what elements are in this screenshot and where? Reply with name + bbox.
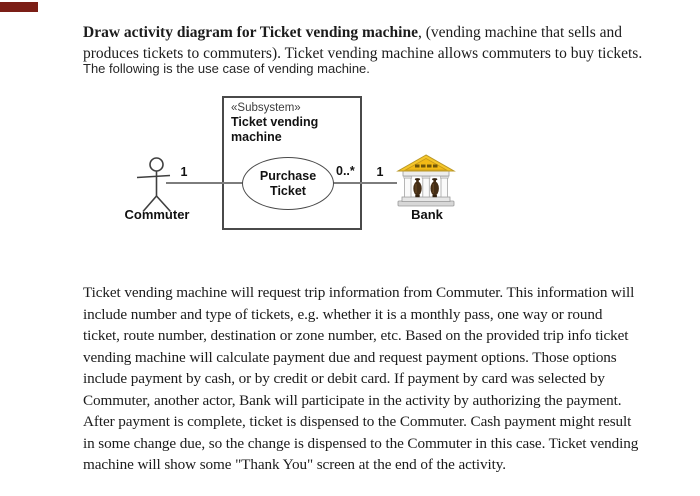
description-paragraph: Ticket vending machine will request trip… (83, 282, 638, 476)
association-commuter-line (166, 182, 244, 184)
exercise-title-line2: produces tickets to commuters). Ticket v… (83, 45, 643, 62)
paragraph-line: in some change due, so the change is dis… (83, 434, 639, 452)
exercise-title-tail: , (vending machine that sells and (417, 24, 622, 41)
paragraph-line: ticket, route number, destination or zon… (83, 327, 629, 344)
paragraph-line: machine will show some "Thank You" scree… (83, 456, 506, 473)
association-bank-line (331, 182, 397, 184)
commuter-label: Commuter (124, 207, 190, 222)
multiplicity-usecase: 0..* (336, 164, 355, 178)
subsystem-stereotype: «Subsystem» (231, 102, 301, 114)
paragraph-line: vending machine will calculate payment d… (83, 348, 617, 366)
exercise-title-line1: Draw activity diagram for Ticket vending… (83, 22, 622, 43)
bank-vase-right (430, 178, 439, 198)
commuter-actor-icon (136, 157, 172, 213)
bank-label: Bank (411, 207, 443, 222)
multiplicity-commuter: 1 (180, 165, 188, 179)
use-case-ellipse: Purchase Ticket (242, 157, 334, 210)
bank-actor-icon (396, 154, 456, 207)
bank-vase-left (413, 178, 422, 198)
paragraph-line: After payment is complete, ticket is dis… (83, 413, 632, 430)
paragraph-line: Ticket vending machine will request trip… (83, 284, 635, 301)
corner-mark (0, 2, 38, 12)
subsystem-name: Ticket vending machine (231, 115, 319, 144)
paragraph-line: include payment by cash, or by credit or… (83, 370, 605, 387)
use-case-label: Purchase Ticket (259, 169, 317, 198)
exercise-title-bold: Draw activity diagram for Ticket vending… (83, 24, 418, 41)
paragraph-line: Commuter, another actor, Bank will parti… (83, 391, 622, 409)
multiplicity-bank: 1 (376, 165, 384, 179)
use-case-caption: The following is the use case of vending… (83, 61, 370, 76)
paragraph-line: include number and type of tickets, e.g.… (83, 305, 603, 323)
